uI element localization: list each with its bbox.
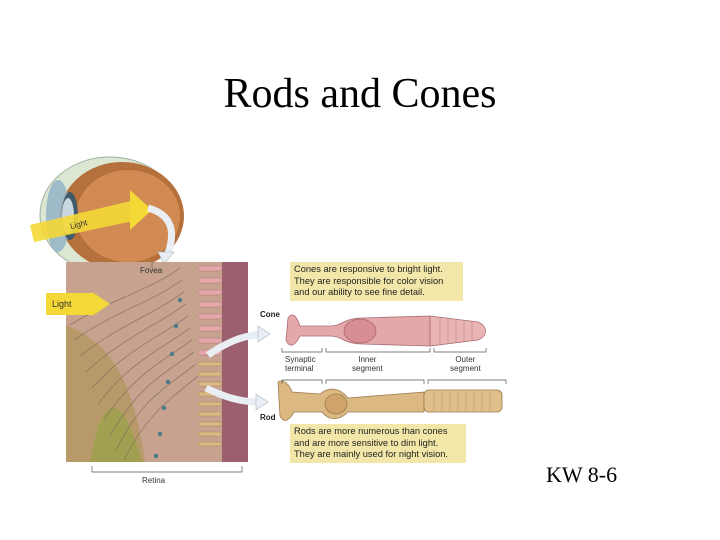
reference-label: KW 8-6 <box>546 462 618 487</box>
cone-callout: Cones are responsive to bright light. Th… <box>290 262 463 301</box>
rod-label: Rod <box>260 413 276 422</box>
cone-label: Cone <box>260 310 280 319</box>
cone-cell <box>285 314 486 347</box>
inner-segment-label: Inner segment <box>352 355 383 373</box>
retina-label: Retina <box>142 476 166 485</box>
light-label: Light <box>46 293 92 315</box>
eye-light-beam <box>30 200 138 242</box>
rod-callout: Rods are more numerous than cones and ar… <box>290 424 466 463</box>
synaptic-terminal-label: Synaptic terminal <box>285 355 316 373</box>
pigment-layer <box>222 262 248 462</box>
slide-title: Rods and Cones <box>223 71 497 117</box>
rods-cones-figure: Light Fovea Light Cone Rod Synaptic term… <box>30 150 510 490</box>
light-arrow-icon <box>92 292 110 316</box>
rod-cell <box>277 380 503 421</box>
outer-segment-label: Outer segment <box>450 355 481 373</box>
fovea-label: Fovea <box>140 266 163 275</box>
